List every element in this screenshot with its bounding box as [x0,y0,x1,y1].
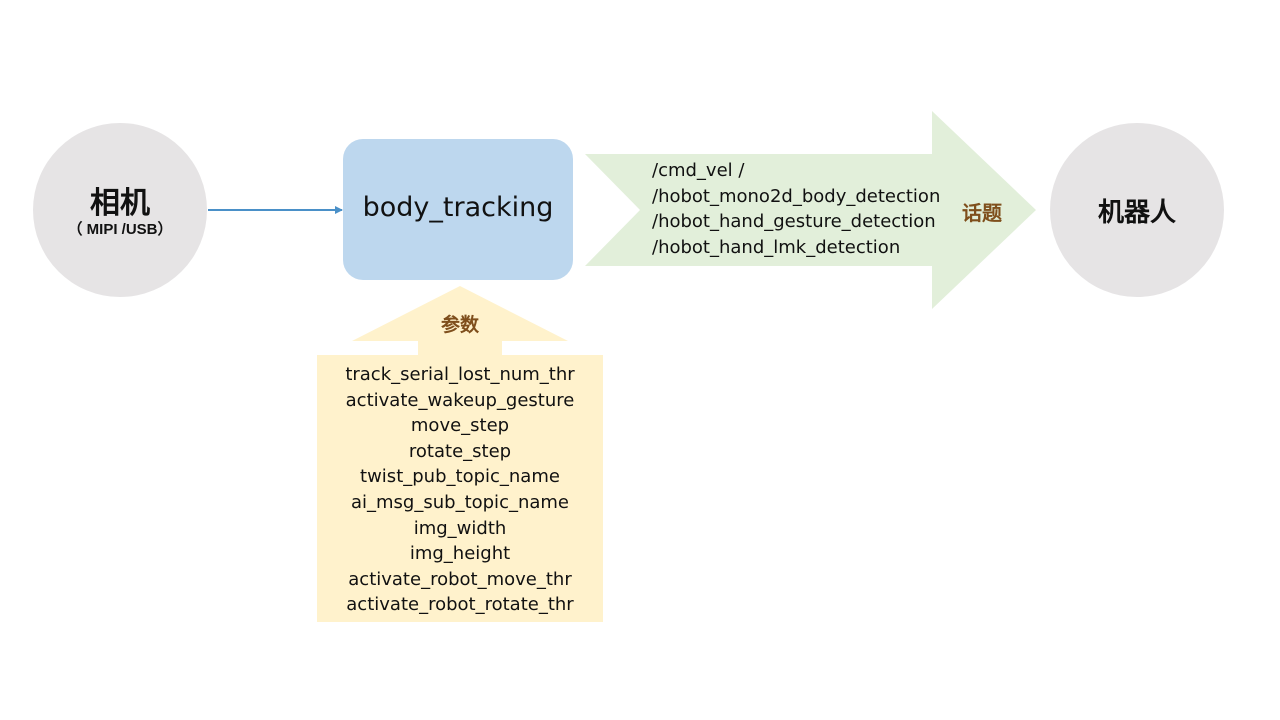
param-item: ai_msg_sub_topic_name [350,491,570,513]
param-item: track_serial_lost_num_thr [345,364,575,385]
param-item: twist_pub_topic_name [360,466,560,488]
param-item: move_step [410,415,510,437]
topics-title: 话题 [962,201,1002,225]
robot-title: 机器人 [1097,198,1176,228]
topic-item: /hobot_hand_gesture_detection [652,211,936,232]
param-item: rotate_step [408,440,512,462]
param-item: img_height [409,543,511,565]
param-item: activate_robot_rotate_thr [346,594,574,616]
param-item: img_width [413,517,507,539]
params-arrow [317,286,603,622]
params-title: 参数 [440,314,479,336]
param-item: activate_robot_move_thr [348,568,572,590]
topic-item: /hobot_mono2d_body_detection [652,185,941,207]
topic-arrow [585,111,1036,309]
topic-item: /hobot_hand_lmk_detection [652,236,901,258]
camera-subtitle: （ MIPI /USB） [67,221,173,238]
body-tracking-box [343,139,573,280]
topic-list: /cmd_vel / /hobot_mono2d_body_detection … [652,158,940,260]
camera-title: 相机 [90,186,150,221]
robot-node-circle [1050,123,1224,297]
camera-node-circle [33,123,207,297]
body-tracking-label: body_tracking [362,192,554,223]
param-list: track_serial_lost_num_thr activate_wakeu… [317,362,603,618]
param-item: activate_wakeup_gesture [345,389,575,411]
topic-item: /cmd_vel / [652,160,745,181]
